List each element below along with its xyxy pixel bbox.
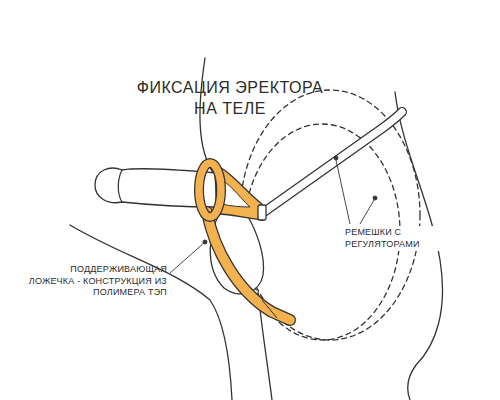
support-ring: [199, 163, 221, 217]
diagram-title: ФИКСАЦИЯ ЭРЕКТОРА НА ТЕЛЕ: [130, 78, 330, 120]
support-loop: [207, 212, 290, 320]
strap-buckle: [258, 205, 266, 220]
glans-line: [118, 170, 122, 202]
thigh-outline: [70, 225, 232, 400]
support-cutout: [222, 180, 250, 207]
strap-band: [264, 112, 402, 212]
part-label: РЕМЕШКИ С РЕГУЛЯТОРАМИ: [343, 226, 447, 251]
support-seam: [262, 300, 277, 318]
strap-band: [264, 112, 402, 212]
leader-line: [360, 200, 374, 224]
part-label: ПОДДЕРЖИВАЮЩАЯ ЛОЖЕЧКА - КОНСТРУКЦИЯ ИЗ …: [22, 264, 167, 299]
leader-line: [170, 242, 205, 273]
leader-dot: [334, 156, 338, 160]
leader-dot: [203, 240, 207, 244]
leader-line: [336, 160, 350, 224]
support-loop: [207, 212, 290, 320]
leader-dot: [373, 196, 377, 200]
